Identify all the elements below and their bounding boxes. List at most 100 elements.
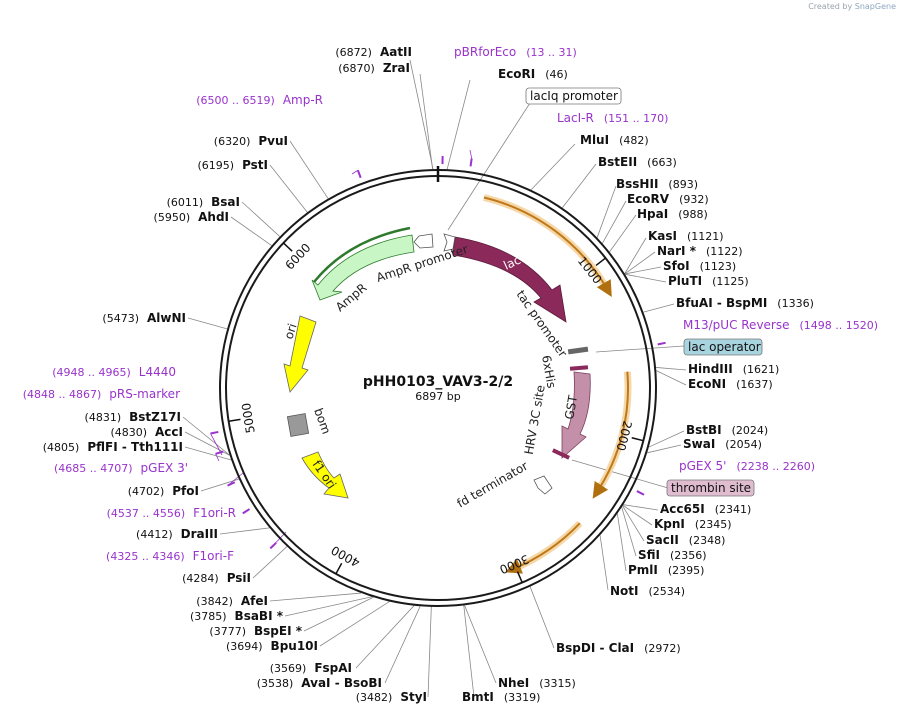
primer-range: (4948 .. 4965) xyxy=(52,366,131,379)
feature-label-bom: bom xyxy=(311,406,333,436)
enzyme-name: Bpu10I xyxy=(271,639,318,653)
enzyme-label: BstEII(663) xyxy=(598,155,677,169)
primer-label: pBRforEco (13 .. 31) xyxy=(454,45,577,59)
feature-label-GST: GST xyxy=(562,394,580,421)
enzyme-position: (1637) xyxy=(736,378,773,391)
enzyme-position: (6011) xyxy=(167,196,204,209)
enzyme-position: (2024) xyxy=(732,424,769,437)
feature-label-6xHis: 6xHis xyxy=(539,354,559,389)
primer-mark xyxy=(210,430,219,435)
enzyme-position: (482) xyxy=(619,134,649,147)
enzyme-name: AlwNI xyxy=(147,311,186,325)
enzyme-leader xyxy=(616,513,627,572)
enzyme-label: HindIII(1621) xyxy=(688,362,779,376)
lac-operator-box xyxy=(683,338,763,356)
enzyme-position: (2972) xyxy=(644,642,681,655)
enzyme-position: (2345) xyxy=(695,518,732,531)
enzyme-name: MluI xyxy=(580,133,609,147)
enzyme-leader xyxy=(648,430,685,448)
enzyme-label: (3482)StyI xyxy=(356,690,427,704)
AmpR-orf-line xyxy=(313,226,411,283)
enzyme-leader xyxy=(355,605,415,669)
enzyme-name: AatII xyxy=(380,45,412,59)
primer-leader xyxy=(210,433,223,456)
enzyme-label: Acc65I(2341) xyxy=(660,502,751,516)
primer-mark xyxy=(215,450,224,455)
enzyme-name: BsaBI * xyxy=(235,609,284,623)
enzyme-label: BfuAI - BspMI(1336) xyxy=(676,296,814,310)
enzyme-position: (3319) xyxy=(504,691,541,704)
enzyme-name: SfoI xyxy=(663,259,690,273)
enzyme-label: (3777)BspEI * xyxy=(209,624,302,638)
feature-bom xyxy=(286,413,310,437)
enzyme-leader xyxy=(303,596,374,632)
plasmid-length: 6897 bp xyxy=(415,390,460,403)
enzyme-leader xyxy=(184,446,232,461)
enzyme-leader xyxy=(241,201,281,237)
enzyme-position: (1336) xyxy=(777,297,814,310)
primer-range: (4848 .. 4867) xyxy=(23,388,102,401)
primer-mark xyxy=(242,508,251,515)
tick-mark xyxy=(282,242,293,252)
feature-f1-ori xyxy=(301,451,349,499)
enzyme-name: AhdI xyxy=(198,210,229,224)
enzyme-label: (6195)PstI xyxy=(197,158,268,172)
enzyme-name: FspAI xyxy=(314,661,352,675)
primer-range: (13 .. 31) xyxy=(526,46,577,59)
enzyme-leader xyxy=(624,237,647,274)
enzyme-position: (988) xyxy=(678,208,708,221)
enzyme-position: (6195) xyxy=(197,159,234,172)
enzyme-label: (3842)AfeI xyxy=(196,594,268,608)
enzyme-name: AfeI xyxy=(241,594,268,608)
enzyme-leader xyxy=(656,370,687,386)
primer-range: (4685 .. 4707) xyxy=(54,462,133,475)
primer-name: L4440 xyxy=(139,365,176,379)
enzyme-name: HindIII xyxy=(688,362,733,376)
enzyme-position: (893) xyxy=(668,178,698,191)
enzyme-name: BsaI xyxy=(211,195,240,209)
tick-mark xyxy=(228,418,241,422)
enzyme-position: (3694) xyxy=(226,640,263,653)
enzyme-name: EcoNI xyxy=(688,377,726,391)
enzyme-leader xyxy=(529,586,555,649)
enzyme-label: HpaI (988) xyxy=(637,207,708,221)
enzyme-position: (5950) xyxy=(154,211,191,224)
enzyme-position: (3569) xyxy=(270,662,307,675)
enzyme-label: KasI(1121) xyxy=(648,229,724,243)
primer-name: F1ori-R xyxy=(193,506,236,520)
enzyme-leader xyxy=(284,596,372,617)
enzyme-name: PfoI xyxy=(172,484,199,498)
enzyme-leader xyxy=(622,505,645,542)
enzyme-leader xyxy=(643,303,675,313)
enzyme-leader xyxy=(269,164,308,213)
primer-label: (4848 .. 4867)pRS-marker xyxy=(23,387,180,401)
enzyme-label: PmlI(2395) xyxy=(628,563,704,577)
tick-label: 5000 xyxy=(239,402,258,434)
enzyme-position: (4412) xyxy=(136,528,173,541)
enzyme-position: (4805) xyxy=(43,441,80,454)
enzyme-label: (4805)PflFI - Tth111I xyxy=(43,440,183,454)
enzyme-label: NarI *(1122) xyxy=(657,244,743,258)
tick-mark xyxy=(516,571,523,583)
enzyme-label: (3569) FspAI xyxy=(270,661,352,675)
enzyme-label: (4702) PfoI xyxy=(128,484,199,498)
enzyme-name: PmlI xyxy=(628,563,658,577)
primer-range: (4537 .. 4556) xyxy=(107,507,186,520)
orf-arcs xyxy=(483,194,632,574)
primer-name: pGEX 5' xyxy=(679,459,726,473)
feature-label-fd-terminator: fd terminator xyxy=(455,459,531,511)
enzyme-name: HpaI xyxy=(637,207,668,221)
enzyme-name: DraIII xyxy=(181,527,218,541)
enzyme-leader xyxy=(622,505,653,526)
enzyme-leader xyxy=(609,214,637,253)
primer-label: (4948 .. 4965) L4440 xyxy=(52,365,176,379)
enzyme-position: (4702) xyxy=(128,485,165,498)
primer-leader xyxy=(469,149,473,159)
enzyme-name: BstZ17I xyxy=(129,410,181,424)
primer-range: (6500 .. 6519) xyxy=(196,94,275,107)
enzyme-name: KpnI xyxy=(654,517,685,531)
enzyme-label: (5473)AlwNI xyxy=(102,311,186,325)
enzyme-leader xyxy=(599,535,609,591)
primer-name: pBRforEco xyxy=(454,45,516,59)
